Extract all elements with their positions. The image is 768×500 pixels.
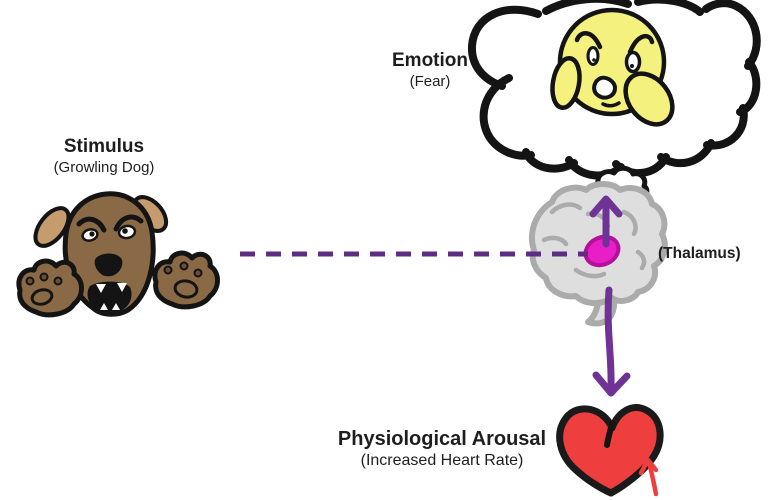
dog-left-ear (33, 206, 71, 248)
heart-icon (556, 404, 664, 497)
thalamus-shape (583, 234, 621, 268)
left-eyebrow (574, 31, 603, 50)
thalamus-label: (Thalamus) (658, 245, 741, 262)
dog-tooth (100, 303, 108, 310)
right-pupil (630, 64, 634, 68)
dog-right-eyebrow (113, 214, 144, 232)
arousal-subtitle: (Increased Heart Rate) (360, 452, 524, 469)
thalamus-to-arousal-arrow (592, 286, 631, 397)
dog-left-pupil (89, 231, 95, 237)
stimulus-title: Stimulus (63, 136, 145, 157)
fearful-face-icon (550, 7, 675, 127)
dog-right-pupil (122, 228, 128, 234)
growling-dog-icon (16, 191, 220, 318)
heartbeat-up-arrow-icon (638, 457, 659, 497)
arousal-label: Physiological Arousal (Increased Heart R… (322, 427, 562, 470)
left-pupil (592, 58, 596, 62)
dog-left-eyebrow (76, 216, 107, 233)
dog-mouth (87, 281, 132, 314)
dog-nose (94, 253, 123, 277)
arousal-title: Physiological Arousal (337, 428, 547, 450)
emotion-title: Emotion (392, 50, 468, 71)
worried-mouth (592, 75, 617, 100)
thought-cloud-icon (467, 0, 761, 180)
stimulus-subtitle: (Growling Dog) (53, 158, 155, 176)
chin-line (601, 101, 621, 108)
thalamus-to-emotion-arrow (589, 195, 623, 248)
stimulus-label: Stimulus (Growling Dog) (14, 136, 194, 177)
right-eyebrow (627, 33, 655, 55)
dog-fang (117, 283, 127, 292)
emotion-subtitle: (Fear) (409, 72, 451, 90)
dog-fang (96, 284, 106, 293)
left-eye (586, 46, 600, 66)
emotion-label: Emotion (Fear) (340, 50, 520, 91)
face-left-hand (550, 56, 582, 110)
face-right-hand (623, 71, 675, 127)
heart-notch-line (604, 421, 615, 448)
dog-left-paw (16, 258, 84, 318)
right-eye (624, 50, 642, 74)
dog-tooth (112, 303, 120, 310)
